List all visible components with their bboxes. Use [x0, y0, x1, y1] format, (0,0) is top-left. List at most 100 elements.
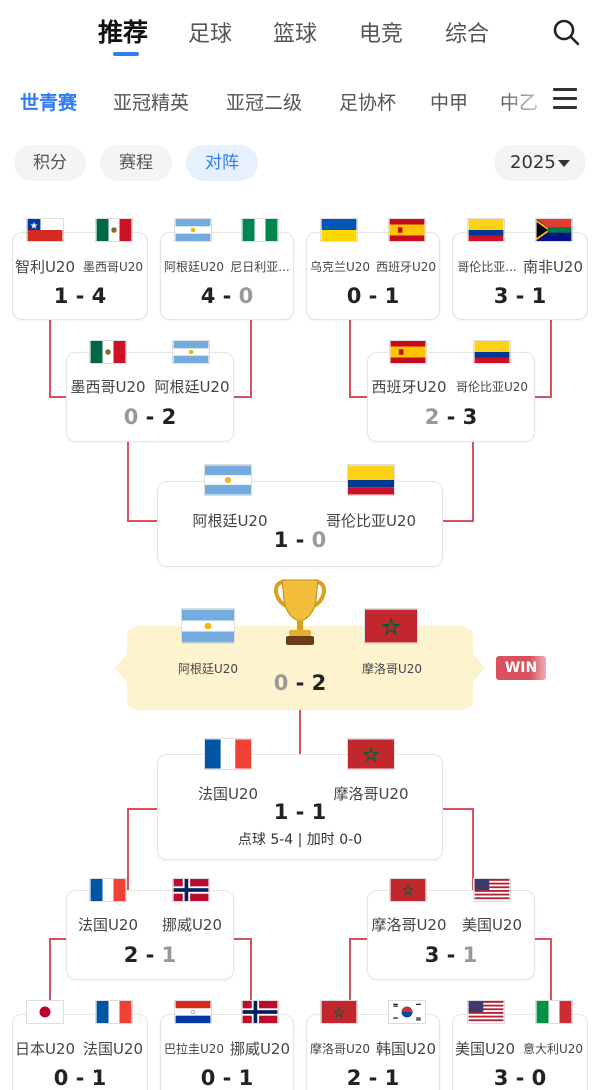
- colombia-flag-icon: [473, 340, 511, 364]
- match-score: 0 - 1: [346, 284, 400, 308]
- argentina-flag-icon: [181, 608, 235, 644]
- match-card[interactable]: [306, 232, 440, 320]
- home-team-name: 法国U20: [197, 785, 259, 803]
- match-score: 1 - 0: [273, 528, 327, 552]
- match-score: 3 - 1: [493, 284, 547, 308]
- match-score: 1 - 1: [273, 800, 327, 824]
- away-team-name: 尼日利亚...: [230, 260, 290, 274]
- nigeria-flag-icon: [241, 218, 279, 242]
- spain-flag-icon: [388, 218, 426, 242]
- home-team-name: 日本U20: [14, 1040, 76, 1058]
- tab-basketball[interactable]: 篮球: [273, 22, 318, 47]
- subtab-schedule[interactable]: 赛程: [100, 145, 172, 181]
- match-score: 2 - 1: [123, 943, 177, 967]
- home-team-name: 乌克兰U20: [309, 260, 371, 274]
- menu-icon[interactable]: [553, 88, 577, 110]
- match-card[interactable]: [367, 890, 535, 980]
- away-team-name: 哥伦比亚U20: [455, 380, 529, 394]
- italy-flag-icon: [535, 1000, 573, 1024]
- league-china-one[interactable]: 中甲: [430, 92, 469, 114]
- match-card[interactable]: [66, 890, 234, 980]
- search-icon[interactable]: [552, 18, 580, 46]
- match-score: 0 - 1: [200, 1066, 254, 1090]
- match-score: 2 - 1: [346, 1066, 400, 1090]
- match-card[interactable]: [12, 232, 148, 320]
- match-score: 2 - 3: [424, 405, 478, 429]
- league-world-youth[interactable]: 世青赛: [20, 92, 78, 114]
- match-card[interactable]: [367, 352, 535, 442]
- subtab-bracket[interactable]: 对阵: [186, 145, 258, 181]
- away-team-name: 美国U20: [461, 916, 523, 934]
- badge-fade: [530, 650, 560, 686]
- away-team-name: 墨西哥U20: [82, 260, 144, 274]
- home-team-name: 阿根廷U20: [192, 512, 268, 530]
- match-card[interactable]: [452, 1014, 588, 1090]
- argentina-flag-icon: [204, 464, 252, 496]
- spain-flag-icon: [389, 340, 427, 364]
- home-team-name: 美国U20: [454, 1040, 516, 1058]
- norway-flag-icon: [172, 878, 210, 902]
- match-score: 0 - 1: [53, 1066, 107, 1090]
- away-team-name: 意大利U20: [522, 1042, 584, 1056]
- home-team-name: 阿根廷U20: [177, 662, 239, 676]
- league-acl-two[interactable]: 亚冠二级: [226, 92, 303, 114]
- morocco-flag-icon: [364, 608, 418, 644]
- match-score: 0 - 2: [123, 405, 177, 429]
- away-team-name: 摩洛哥U20: [333, 785, 409, 803]
- match-card[interactable]: [306, 1014, 440, 1090]
- caret-down-icon: [558, 160, 570, 167]
- match-score: 3 - 0: [493, 1066, 547, 1090]
- match-score: 3 - 1: [424, 943, 478, 967]
- tab-football[interactable]: 足球: [188, 22, 233, 47]
- year-selector[interactable]: 2025: [494, 145, 586, 181]
- mexico-flag-icon: [89, 340, 127, 364]
- home-team-name: 墨西哥U20: [70, 378, 146, 396]
- tab-esports[interactable]: 电竞: [359, 22, 404, 47]
- colombia-flag-icon: [347, 464, 395, 496]
- norway-flag-icon: [241, 1000, 279, 1024]
- match-card[interactable]: [12, 1014, 148, 1090]
- home-team-name: 法国U20: [77, 916, 139, 934]
- match-score: 4 - 0: [200, 284, 254, 308]
- away-team-name: 阿根廷U20: [154, 378, 230, 396]
- france-flag-icon: [89, 878, 127, 902]
- tab-recommend[interactable]: 推荐: [98, 18, 149, 47]
- morocco-flag-icon: [389, 878, 427, 902]
- match-card[interactable]: [160, 1014, 294, 1090]
- away-team-name: 西班牙U20: [375, 260, 437, 274]
- ukraine-flag-icon: [320, 218, 358, 242]
- match-card[interactable]: [452, 232, 588, 320]
- south-africa-flag-icon: [535, 218, 573, 242]
- argentina-flag-icon: [174, 218, 212, 242]
- france-flag-icon: [95, 1000, 133, 1024]
- match-score: 0 - 2: [273, 671, 327, 695]
- away-team-name: 韩国U20: [375, 1040, 437, 1058]
- usa-flag-icon: [467, 1000, 505, 1024]
- penalty-info: 点球 5-4 | 加时 0-0: [237, 832, 363, 848]
- league-acl-elite[interactable]: 亚冠精英: [113, 92, 190, 114]
- south-korea-flag-icon: [388, 1000, 426, 1024]
- argentina-flag-icon: [172, 340, 210, 364]
- colombia-flag-icon: [467, 218, 505, 242]
- morocco-flag-icon: [347, 738, 395, 770]
- league-fa-cup[interactable]: 足协杯: [339, 92, 397, 114]
- japan-flag-icon: [26, 1000, 64, 1024]
- home-team-name: 摩洛哥U20: [309, 1042, 371, 1056]
- match-card[interactable]: [160, 232, 294, 320]
- france-flag-icon: [204, 738, 252, 770]
- home-team-name: 巴拉圭U20: [163, 1042, 225, 1056]
- away-team-name: 哥伦比亚U20: [325, 512, 417, 530]
- subtab-standings[interactable]: 积分: [14, 145, 86, 181]
- away-team-name: 挪威U20: [229, 1040, 291, 1058]
- top-nav: 推荐 足球 篮球 电竞 综合: [0, 0, 600, 60]
- league-tabs: 世青赛 亚冠精英 亚冠二级 足协杯 中甲 中乙: [0, 80, 600, 120]
- match-card[interactable]: [66, 352, 234, 442]
- away-team-name: 摩洛哥U20: [361, 662, 423, 676]
- paraguay-flag-icon: [174, 1000, 212, 1024]
- match-card[interactable]: [157, 754, 443, 860]
- match-score: 1 - 4: [53, 284, 107, 308]
- tab-general[interactable]: 综合: [445, 22, 490, 47]
- trophy-icon: [274, 579, 326, 645]
- scroll-fade: [500, 80, 560, 120]
- away-team-name: 法国U20: [82, 1040, 144, 1058]
